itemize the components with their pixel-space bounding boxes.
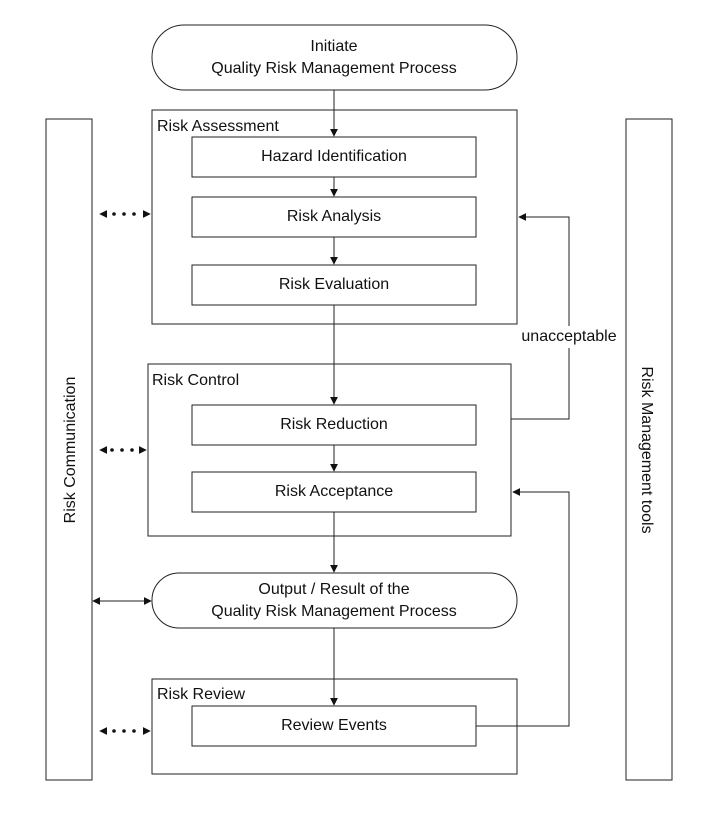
risk-assessment-title: Risk Assessment	[157, 118, 279, 135]
risk-management-tools-label: Risk Management tools	[638, 366, 655, 533]
output-line-2: Quality Risk Management Process	[211, 603, 456, 620]
review-loop	[476, 488, 570, 727]
unacceptable-loop: unacceptable	[511, 213, 625, 420]
risk-communication-column: Risk Communication	[45, 118, 93, 781]
risk-analysis-box: Risk Analysis	[191, 196, 477, 238]
risk-control-title: Risk Control	[152, 372, 239, 389]
risk-analysis-label: Risk Analysis	[287, 208, 381, 225]
risk-reduction-label: Risk Reduction	[280, 416, 388, 433]
initiate-terminal: Initiate Quality Risk Management Process	[151, 24, 518, 91]
risk-management-tools-column: Risk Management tools	[625, 118, 673, 781]
risk-evaluation-box: Risk Evaluation	[191, 264, 477, 306]
hazard-identification-label: Hazard Identification	[261, 148, 407, 165]
hazard-identification-box: Hazard Identification	[191, 136, 477, 178]
risk-assessment-group: Risk Assessment Hazard Identification Ri…	[151, 109, 518, 325]
review-events-label: Review Events	[281, 717, 387, 734]
initiate-line-2: Quality Risk Management Process	[211, 60, 456, 77]
communication-connector-assessment	[99, 210, 151, 218]
communication-connector-review	[99, 727, 151, 735]
initiate-line-1: Initiate	[310, 38, 357, 55]
risk-reduction-box: Risk Reduction	[191, 404, 477, 446]
risk-review-title: Risk Review	[157, 686, 245, 703]
risk-acceptance-box: Risk Acceptance	[191, 471, 477, 513]
risk-communication-label: Risk Communication	[62, 377, 79, 524]
review-events-box: Review Events	[191, 705, 477, 747]
risk-control-group: Risk Control Risk Reduction Risk Accepta…	[147, 363, 512, 537]
output-line-1: Output / Result of the	[258, 581, 409, 598]
communication-connector-control	[99, 446, 147, 454]
unacceptable-label: unacceptable	[521, 328, 616, 345]
risk-acceptance-label: Risk Acceptance	[275, 483, 393, 500]
output-terminal: Output / Result of the Quality Risk Mana…	[151, 572, 518, 629]
risk-evaluation-label: Risk Evaluation	[279, 276, 389, 293]
